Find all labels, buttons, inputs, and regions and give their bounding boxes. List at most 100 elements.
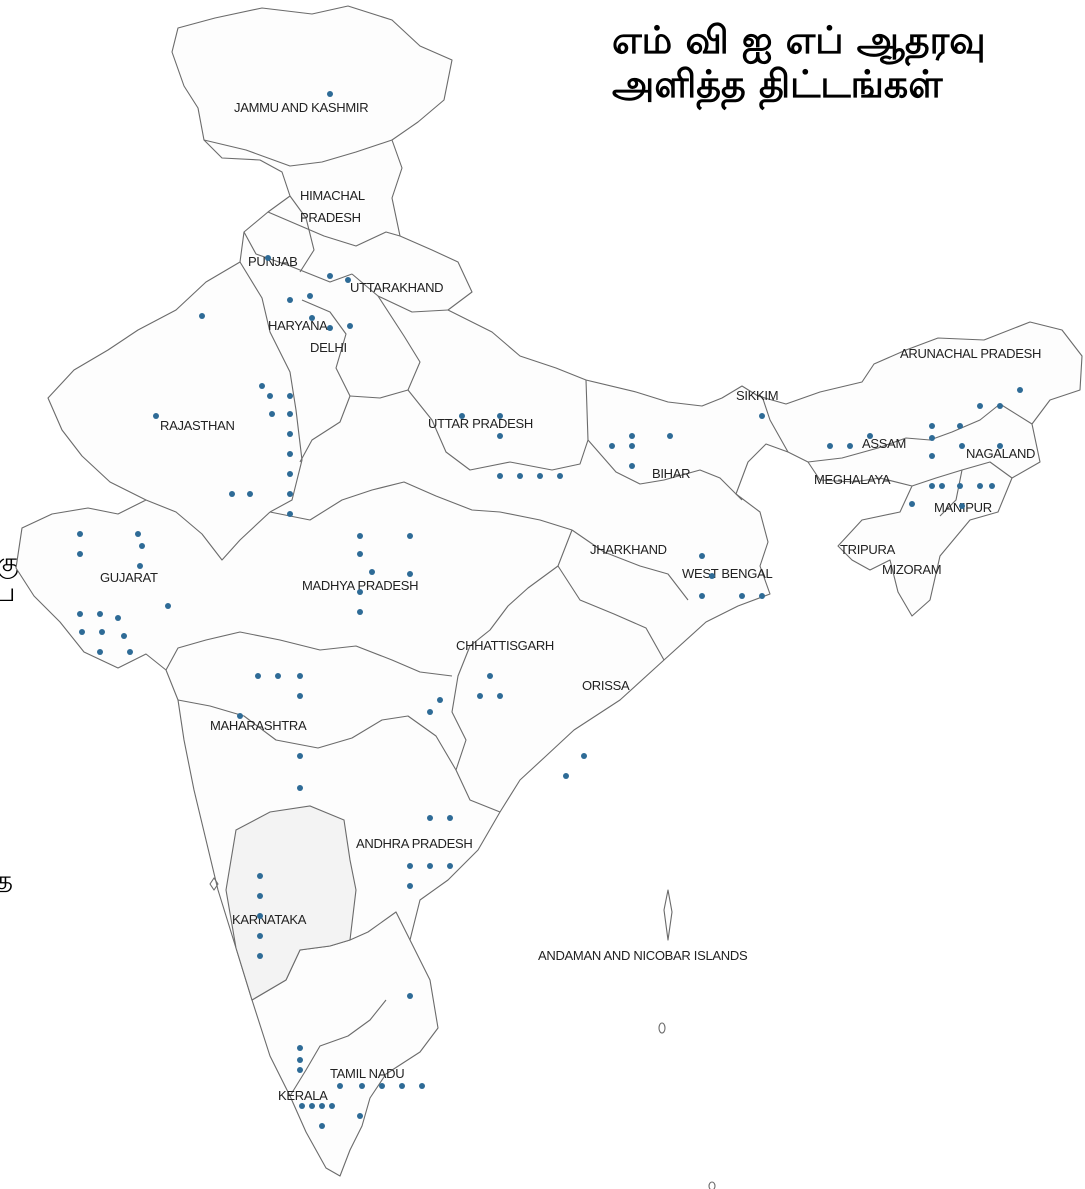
project-marker-dot xyxy=(257,893,263,899)
project-marker-dot xyxy=(759,413,765,419)
project-marker-dot xyxy=(369,569,375,575)
project-marker-dot xyxy=(319,1103,325,1109)
project-marker-dot xyxy=(77,551,83,557)
project-marker-dot xyxy=(629,433,635,439)
project-marker-dot xyxy=(121,633,127,639)
project-marker-dot xyxy=(319,1123,325,1129)
project-marker-dot xyxy=(257,953,263,959)
state-label-tamil-nadu: TAMIL NADU xyxy=(330,1066,404,1081)
state-label-chhattisgarh: CHHATTISGARH xyxy=(456,638,554,653)
state-label-sikkim: SIKKIM xyxy=(736,388,778,403)
project-marker-dot xyxy=(297,693,303,699)
state-label-bihar: BIHAR xyxy=(652,466,690,481)
state-label-orissa: ORISSA xyxy=(582,678,630,693)
project-marker-dot xyxy=(259,383,265,389)
project-marker-dot xyxy=(297,1045,303,1051)
project-marker-dot xyxy=(699,553,705,559)
project-marker-dot xyxy=(307,293,313,299)
project-marker-dot xyxy=(99,629,105,635)
project-marker-dot xyxy=(629,443,635,449)
cropped-text-fragment-2: ப xyxy=(0,578,16,608)
project-marker-dot xyxy=(127,649,133,655)
project-marker-dot xyxy=(139,543,145,549)
project-marker-dot xyxy=(357,533,363,539)
state-label-uttarakhand: UTTARAKHAND xyxy=(350,280,443,295)
project-marker-dot xyxy=(959,443,965,449)
project-marker-dot xyxy=(427,863,433,869)
project-marker-dot xyxy=(77,531,83,537)
state-label-arunachal-pradesh: ARUNACHAL PRADESH xyxy=(900,346,1041,361)
project-marker-dot xyxy=(929,483,935,489)
project-marker-dot xyxy=(247,491,253,497)
project-marker-dot xyxy=(759,593,765,599)
project-marker-dot xyxy=(337,1083,343,1089)
project-marker-dot xyxy=(135,531,141,537)
cropped-text-fragment-3: த xyxy=(0,866,13,896)
state-label-himachal-line2: PRADESH xyxy=(300,210,361,225)
project-marker-dot xyxy=(419,1083,425,1089)
project-marker-dot xyxy=(1017,387,1023,393)
project-marker-dot xyxy=(929,423,935,429)
project-marker-dot xyxy=(287,297,293,303)
project-marker-dot xyxy=(517,473,523,479)
project-marker-dot xyxy=(997,403,1003,409)
project-marker-dot xyxy=(977,483,983,489)
project-marker-dot xyxy=(407,993,413,999)
project-marker-dot xyxy=(407,533,413,539)
state-label-jammu-and-kashmir: JAMMU AND KASHMIR xyxy=(234,100,368,115)
project-marker-dot xyxy=(275,673,281,679)
project-marker-dot xyxy=(909,501,915,507)
project-marker-dot xyxy=(165,603,171,609)
state-label-west-bengal: WEST BENGAL xyxy=(682,566,772,581)
title-line-1: எம் வி ஐ எப் ஆதரவு xyxy=(612,18,986,62)
project-marker-dot xyxy=(437,697,443,703)
project-marker-dot xyxy=(581,753,587,759)
andaman-islands xyxy=(663,889,673,941)
project-marker-dot xyxy=(229,491,235,497)
project-marker-dot xyxy=(327,325,333,331)
project-marker-dot xyxy=(77,611,83,617)
project-marker-dot xyxy=(357,589,363,595)
project-marker-dot xyxy=(309,1103,315,1109)
project-marker-dot xyxy=(199,313,205,319)
project-marker-dot xyxy=(609,443,615,449)
project-marker-dot xyxy=(497,433,503,439)
project-marker-dot xyxy=(97,649,103,655)
project-marker-dot xyxy=(137,563,143,569)
project-marker-dot xyxy=(287,431,293,437)
project-marker-dot xyxy=(827,443,833,449)
project-marker-dot xyxy=(427,815,433,821)
project-marker-dot xyxy=(959,503,965,509)
project-marker-dot xyxy=(867,433,873,439)
project-marker-dot xyxy=(667,433,673,439)
project-marker-dot xyxy=(989,483,995,489)
state-label-mizoram: MIZORAM xyxy=(882,562,941,577)
project-marker-dot xyxy=(297,1067,303,1073)
project-marker-dot xyxy=(957,483,963,489)
project-marker-dot xyxy=(287,451,293,457)
project-marker-dot xyxy=(739,593,745,599)
project-marker-dot xyxy=(487,673,493,679)
nicobar-island-1 xyxy=(658,1022,666,1034)
state-label-rajasthan: RAJASTHAN xyxy=(160,418,235,433)
project-marker-dot xyxy=(297,753,303,759)
state-labels: JAMMU AND KASHMIR HIMACHAL PRADESH PUNJA… xyxy=(100,100,1041,1103)
project-marker-dot xyxy=(447,863,453,869)
project-marker-dot xyxy=(357,1113,363,1119)
state-label-maharashtra: MAHARASHTRA xyxy=(210,718,307,733)
project-marker-dot xyxy=(563,773,569,779)
map-title: எம் வி ஐ எப் ஆதரவு அளித்த திட்டங்கள் xyxy=(612,18,1072,106)
project-marker-dot xyxy=(237,713,243,719)
project-marker-dot xyxy=(939,483,945,489)
project-marker-dot xyxy=(297,1057,303,1063)
project-marker-dot xyxy=(299,1103,305,1109)
state-label-tripura: TRIPURA xyxy=(840,542,896,557)
project-marker-dot xyxy=(269,411,275,417)
project-markers xyxy=(77,91,1023,1129)
project-marker-dot xyxy=(297,673,303,679)
project-marker-dot xyxy=(407,571,413,577)
project-marker-dot xyxy=(257,933,263,939)
project-marker-dot xyxy=(399,1083,405,1089)
project-marker-dot xyxy=(287,471,293,477)
